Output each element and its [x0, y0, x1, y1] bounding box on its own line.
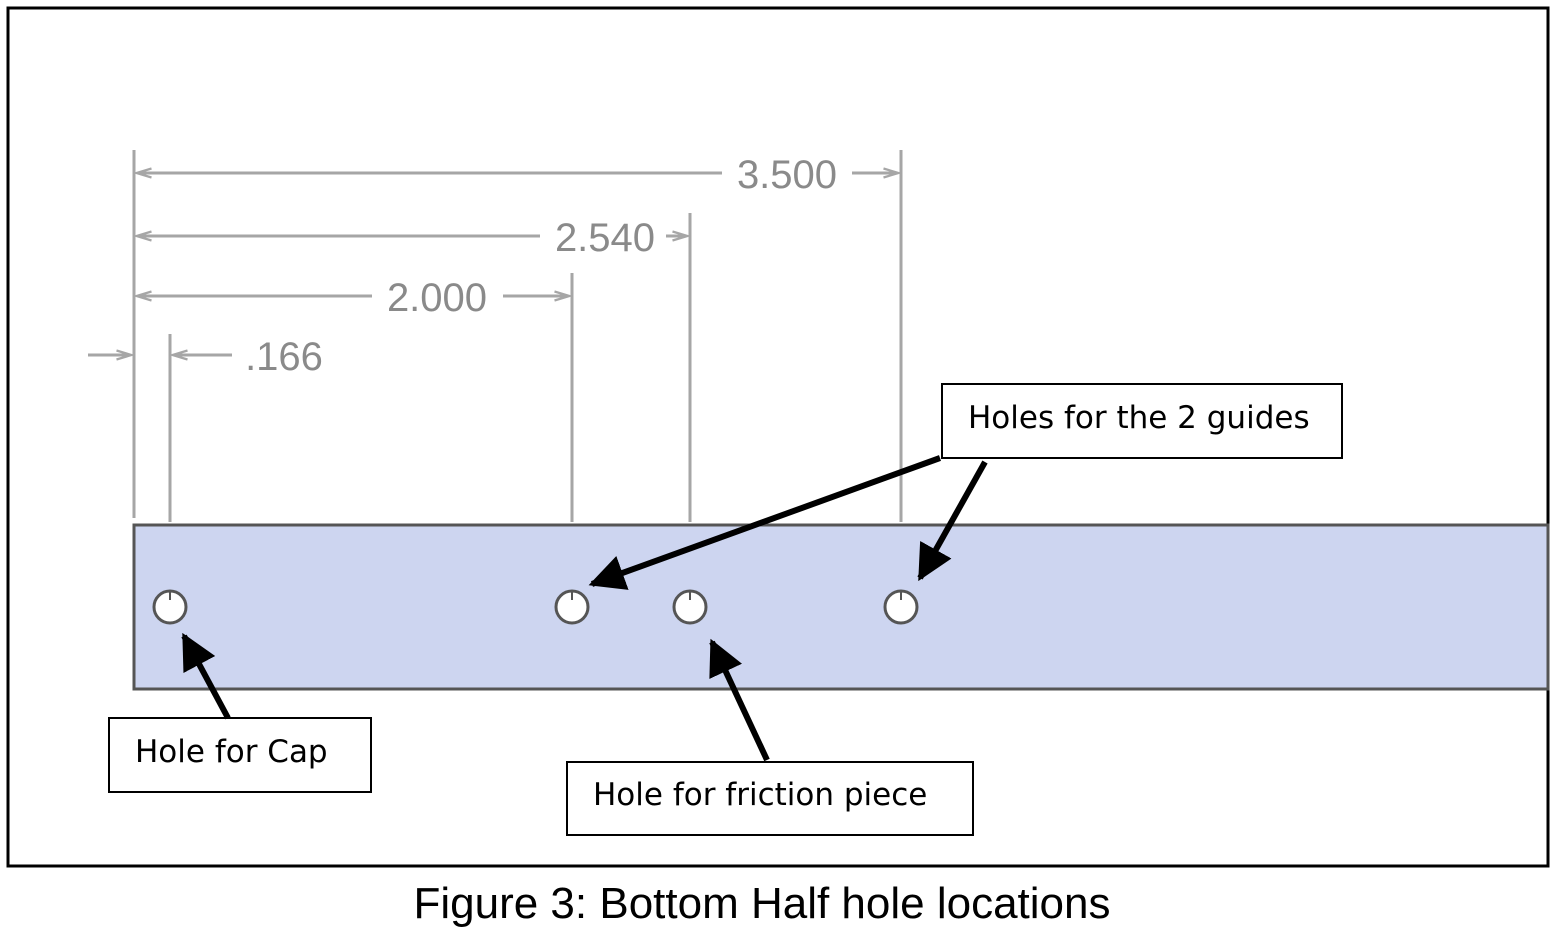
dimension-166: .166: [88, 335, 323, 379]
figure-caption: Figure 3: Bottom Half hole locations: [413, 879, 1111, 928]
callout-cap-box: [108, 717, 372, 793]
callout-guides-box: [941, 383, 1343, 459]
leader-arrow-cap: [181, 632, 231, 720]
callout-friction-box: [566, 761, 974, 836]
guide-hole-1: [554, 589, 590, 625]
leader-arrow-friction: [709, 638, 770, 762]
bottom-half-part: [132, 523, 1550, 691]
dimension-3500-label: 3.500: [737, 153, 837, 197]
extension-lines: [132, 150, 903, 522]
hole-center-ticks: [169, 592, 902, 600]
callout-cap-label: Hole for Cap: [135, 734, 328, 770]
friction-hole: [672, 589, 708, 625]
dimension-166-label: .166: [245, 335, 323, 379]
figure-frame: [6, 6, 1550, 868]
dimension-2540-label: 2.540: [555, 216, 655, 260]
dimension-2540: 2.540: [138, 216, 686, 260]
guide-hole-2: [883, 589, 919, 625]
cap-hole: [152, 589, 188, 625]
dimension-2000: 2.000: [138, 276, 568, 320]
dimension-2000-label: 2.000: [387, 276, 487, 320]
dimension-3500: 3.500: [138, 153, 897, 197]
callout-friction-label: Hole for friction piece: [593, 777, 927, 813]
leader-arrow-guide-1: [588, 455, 942, 590]
holes: [152, 589, 919, 625]
leader-arrow-guide-2: [917, 460, 988, 582]
bottom-half-drawing: 3.500 2.540 2.000 .166: [6, 6, 1550, 868]
callout-guides-label: Holes for the 2 guides: [968, 400, 1310, 436]
